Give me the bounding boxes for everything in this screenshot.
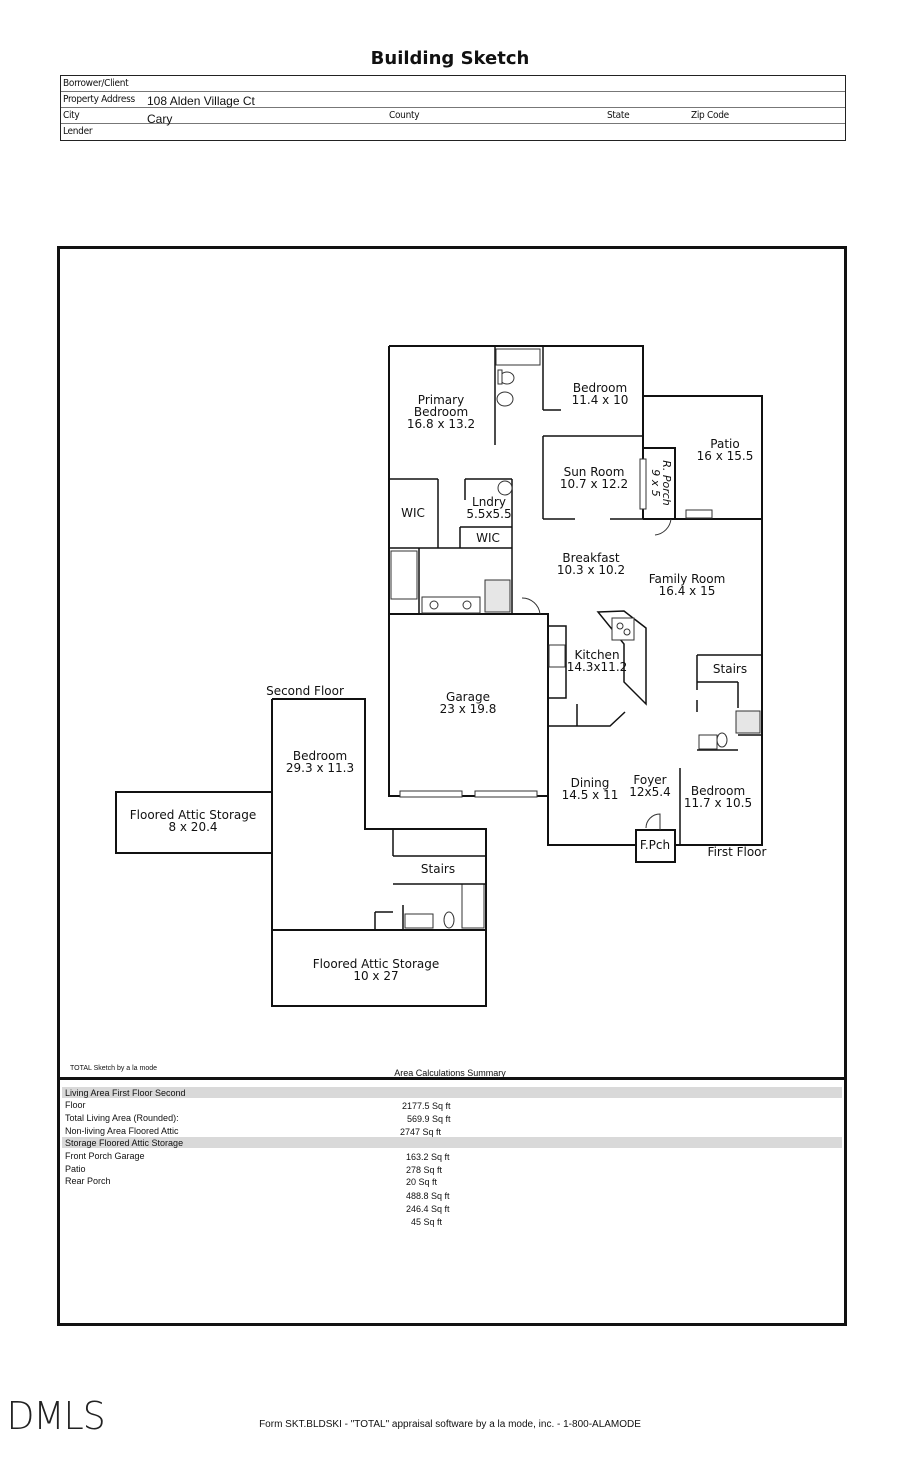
mls-watermark: DMLS bbox=[6, 1394, 106, 1438]
summary-line: Patio bbox=[65, 1164, 86, 1174]
summary-line: Rear Porch bbox=[65, 1176, 111, 1186]
room-label-garage: Garage 23 x 19.8 bbox=[439, 690, 497, 716]
room-label-stairs2: Stairs bbox=[420, 862, 456, 876]
area-value: 2177.5 Sq ft bbox=[402, 1101, 451, 1111]
room-label-fpch: F.Pch bbox=[639, 838, 671, 852]
area-value: 20 Sq ft bbox=[406, 1177, 438, 1187]
summary-band-1 bbox=[62, 1087, 842, 1098]
room-label-sun-room: Sun Room 10.7 x 12.2 bbox=[559, 465, 629, 491]
state-label: State bbox=[607, 110, 630, 121]
room-label-kitchen: Kitchen 14.3x11.2 bbox=[566, 648, 628, 674]
header-table: Borrower/Client Property Address 108 Ald… bbox=[60, 75, 846, 141]
room-label-family-room: Family Room 16.4 x 15 bbox=[648, 572, 726, 598]
summary-divider bbox=[57, 1077, 847, 1080]
summary-line: Front Porch Garage bbox=[65, 1151, 145, 1161]
summary-line: Total Living Area (Rounded): bbox=[65, 1113, 179, 1123]
area-value: 163.2 Sq ft bbox=[406, 1152, 450, 1162]
room-label-breakfast: Breakfast 10.3 x 10.2 bbox=[556, 551, 626, 577]
room-label-primary-bedroom: Primary Bedroom 16.8 x 13.2 bbox=[406, 393, 476, 431]
room-label-first-floor: First Floor bbox=[707, 845, 767, 859]
room-label-bedroom1: Bedroom 11.4 x 10 bbox=[571, 381, 629, 407]
area-value: 246.4 Sq ft bbox=[406, 1204, 450, 1214]
address-value: 108 Alden Village Ct bbox=[147, 94, 255, 108]
borrower-label: Borrower/Client bbox=[63, 78, 129, 89]
form-footer: Form SKT.BLDSKI - "TOTAL" appraisal soft… bbox=[259, 1419, 641, 1430]
room-label-wic1: WIC bbox=[401, 506, 425, 520]
room-label-second-floor: Second Floor bbox=[266, 684, 344, 698]
lender-label: Lender bbox=[63, 126, 93, 137]
room-label-r-porch: R. Porch 9 x 5 bbox=[649, 460, 673, 506]
area-value: 45 Sq ft bbox=[411, 1217, 443, 1227]
room-label-dining: Dining 14.5 x 11 bbox=[561, 776, 619, 802]
room-label-attic1: Floored Attic Storage 8 x 20.4 bbox=[129, 808, 257, 834]
sketch-frame bbox=[57, 246, 847, 1326]
room-label-stairs1: Stairs bbox=[712, 662, 748, 676]
area-value: 488.8 Sq ft bbox=[406, 1191, 450, 1201]
summary-band-1-text: Living Area First Floor Second bbox=[65, 1088, 186, 1098]
room-label-lndry: Lndry 5.5x5.5 bbox=[466, 495, 512, 521]
room-label-patio: Patio 16 x 15.5 bbox=[696, 437, 754, 463]
city-value: Cary bbox=[147, 112, 173, 126]
city-row: City Cary County State Zip Code bbox=[61, 108, 845, 126]
city-label: City bbox=[63, 110, 80, 121]
area-value: 569.9 Sq ft bbox=[407, 1114, 451, 1124]
address-row: Property Address 108 Alden Village Ct bbox=[61, 92, 845, 108]
summary-band-2 bbox=[62, 1137, 842, 1148]
area-value: 2747 Sq ft bbox=[400, 1127, 442, 1137]
area-value: 278 Sq ft bbox=[406, 1165, 443, 1175]
room-label-attic2: Floored Attic Storage 10 x 27 bbox=[312, 957, 440, 983]
summary-title: Area Calculations Summary bbox=[394, 1068, 506, 1078]
borrower-row: Borrower/Client bbox=[61, 76, 845, 92]
address-label: Property Address bbox=[63, 94, 135, 105]
county-label: County bbox=[389, 110, 420, 121]
room-label-bedroom2: Bedroom 11.7 x 10.5 bbox=[683, 784, 753, 810]
zip-label: Zip Code bbox=[691, 110, 729, 121]
summary-line: Floor bbox=[65, 1100, 86, 1110]
sketch-by: TOTAL Sketch by a la mode bbox=[70, 1065, 158, 1072]
summary-line: Non-living Area Floored Attic bbox=[65, 1126, 179, 1136]
page-title: Building Sketch bbox=[370, 48, 530, 69]
room-label-wic2: WIC bbox=[476, 531, 500, 545]
room-label-foyer: Foyer 12x5.4 bbox=[629, 773, 671, 799]
room-label-bedroom3: Bedroom 29.3 x 11.3 bbox=[285, 749, 355, 775]
lender-row: Lender bbox=[61, 124, 845, 140]
summary-band-2-text: Storage Floored Attic Storage bbox=[65, 1138, 184, 1148]
